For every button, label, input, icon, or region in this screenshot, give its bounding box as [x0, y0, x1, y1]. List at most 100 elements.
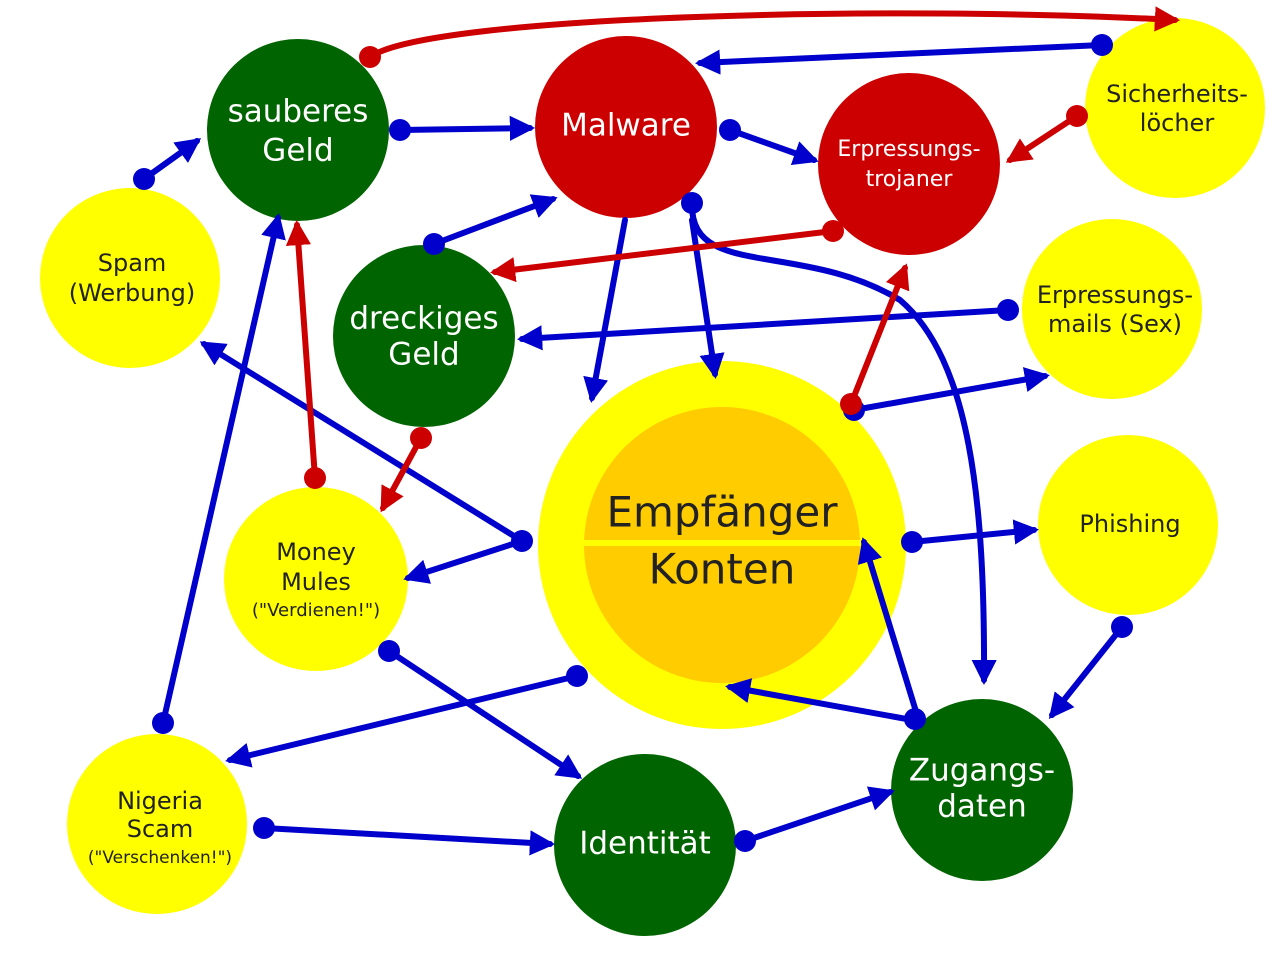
- arrow-start-dot: [378, 640, 400, 662]
- arrow-erpressungsmails-to-dreckiges-geld: [516, 307, 1011, 351]
- arrow-zugangsdaten-to-konten-upward: [857, 537, 921, 721]
- node-label: Geld: [262, 133, 333, 169]
- node-label: Money: [276, 538, 356, 566]
- node-label: Erpressungs-: [837, 137, 980, 162]
- arrow-start-dot: [566, 665, 588, 687]
- node-circle: [891, 699, 1073, 881]
- node-erpressungstrojaner: Erpressungs- trojaner: [818, 73, 1000, 255]
- node-sauberes-geld: sauberes Geld: [207, 39, 389, 221]
- node-money-mules: Money Mules ("Verdienen!"): [224, 487, 408, 671]
- arrow-start-dot: [904, 708, 926, 730]
- node-label: sauberes: [228, 94, 369, 130]
- node-label: dreckiges: [349, 301, 498, 337]
- node-circle: [1022, 219, 1202, 399]
- arrow-start-dot: [133, 168, 155, 190]
- arrow-start-dot: [423, 233, 445, 255]
- node-label: mails (Sex): [1048, 310, 1182, 338]
- node-label: Spam: [98, 249, 167, 277]
- node-label: Identität: [579, 826, 711, 862]
- node-circle: [818, 73, 1000, 255]
- node-label: Konten: [649, 545, 796, 594]
- node-circle: [1085, 18, 1265, 198]
- node-label: Empfänger: [606, 488, 838, 537]
- arrow-konten-to-phishing: [909, 519, 1040, 545]
- node-label: daten: [937, 789, 1027, 825]
- arrow-erpressungstrojaner-to-dreckiges-geld: [489, 228, 836, 283]
- node-label: Scam: [127, 815, 194, 843]
- node-dreckiges-geld: dreckiges Geld: [333, 245, 515, 427]
- arrow-sicherheitsloecher-to-malware: [694, 42, 1105, 75]
- arrows-blue: [141, 42, 1125, 856]
- arrow-start-dot: [681, 192, 703, 214]
- arrow-start-dot: [304, 467, 326, 489]
- node-circle: [207, 39, 389, 221]
- arrow-start-dots-red: [304, 46, 1088, 489]
- arrow-nigeria-scam-to-sauberes-geld: [160, 213, 286, 726]
- node-circle: [40, 188, 220, 368]
- arrow-dreckiges-geld-to-malware: [431, 194, 558, 247]
- node-zugangsdaten: Zugangs- daten: [891, 699, 1073, 881]
- node-label: Phishing: [1079, 510, 1180, 538]
- arrow-start-dot: [359, 46, 381, 68]
- arrow-malware-to-konten-left: [583, 217, 628, 403]
- arrow-start-dot: [822, 220, 844, 242]
- node-label: Nigeria: [117, 787, 203, 815]
- arrow-start-dot: [1066, 105, 1088, 127]
- node-label: (Werbung): [69, 279, 196, 307]
- arrow-start-dot: [511, 530, 533, 552]
- arrow-malware-to-erpressungstrojaner: [727, 127, 819, 166]
- node-label: Geld: [388, 337, 459, 373]
- arrow-money-mules-to-identitaet: [386, 648, 583, 779]
- node-spam: Spam (Werbung): [40, 188, 220, 368]
- node-label: ("Verdienen!"): [252, 600, 380, 621]
- arrow-dreckiges-geld-to-money-mules: [380, 435, 424, 513]
- arrow-start-dot: [840, 393, 862, 415]
- node-malware: Malware: [535, 36, 717, 218]
- node-phishing: Phishing: [1038, 435, 1218, 615]
- arrow-start-dot: [1091, 34, 1113, 56]
- node-circle: [333, 245, 515, 427]
- arrow-identitaet-to-zugangsdaten: [742, 786, 895, 844]
- arrow-konten-to-erpressungstrojaner: [848, 263, 910, 407]
- node-label: Erpressungs-: [1037, 281, 1193, 309]
- node-sicherheitsloecher: Sicherheits- löcher: [1085, 18, 1265, 198]
- arrow-start-dot: [410, 427, 432, 449]
- arrow-zugangsdaten-to-konten: [725, 678, 915, 723]
- node-nigeria-scam: Nigeria Scam ("Verschenken!"): [67, 734, 247, 914]
- arrow-start-dot: [719, 119, 741, 141]
- arrow-konten-to-nigeria-scam: [225, 673, 580, 768]
- arrow-sauberes-geld-to-sicherheitsloecher: [367, 6, 1181, 60]
- node-circle: [224, 487, 408, 671]
- arrow-start-dot: [734, 830, 756, 852]
- node-label: Malware: [561, 108, 691, 144]
- arrow-konten-to-erpressungsmails: [851, 367, 1050, 413]
- arrow-start-dot: [253, 817, 275, 839]
- arrow-money-mules-to-sauberes-geld: [285, 219, 318, 481]
- node-label: löcher: [1140, 109, 1215, 137]
- node-label: Zugangs-: [909, 753, 1055, 789]
- node-circle: [554, 754, 736, 936]
- arrows-red: [285, 6, 1181, 513]
- node-label: Sicherheits-: [1106, 80, 1248, 108]
- arrow-start-dot: [901, 531, 923, 553]
- node-erpressungsmails: Erpressungs- mails (Sex): [1022, 219, 1202, 399]
- node-label: Mules: [281, 568, 351, 596]
- node-circle: [1038, 435, 1218, 615]
- arrow-sauberes-geld-to-malware: [397, 115, 536, 141]
- arrow-start-dot: [389, 119, 411, 141]
- arrow-phishing-to-zugangsdaten: [1048, 624, 1125, 719]
- arrow-start-dot: [152, 712, 174, 734]
- arrow-start-dot: [1111, 616, 1133, 638]
- node-label: ("Verschenken!"): [88, 848, 232, 868]
- node-circle: [535, 36, 717, 218]
- arrow-nigeria-scam-to-identitaet: [261, 825, 556, 856]
- node-label: trojaner: [866, 167, 954, 192]
- arrow-konten-to-money-mules: [403, 538, 525, 584]
- arrow-konten-to-spam: [199, 341, 525, 544]
- node-identitaet: Identität: [554, 754, 736, 936]
- arrow-sicherheitsloecher-to-erpressungstrojaner: [1005, 113, 1080, 163]
- arrow-start-dot: [997, 299, 1019, 321]
- node-circle: [67, 734, 247, 914]
- node-empfaenger-konten: Empfänger Konten: [538, 361, 906, 729]
